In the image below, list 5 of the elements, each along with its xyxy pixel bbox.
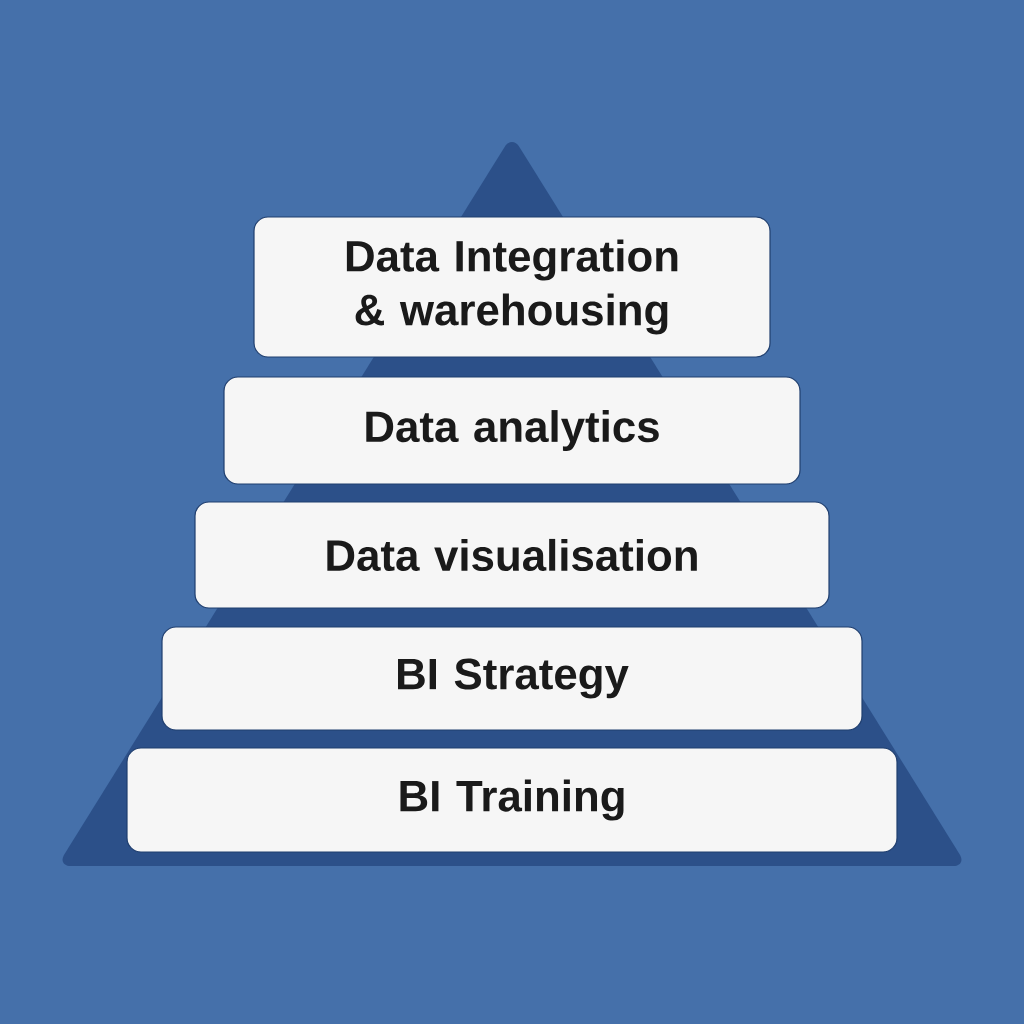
layer-box: BI Strategy [161, 626, 863, 731]
layer-box: Data analytics [223, 376, 801, 485]
layer-box: Data Integration & warehousing [253, 216, 771, 358]
layer-box: Data visualisation [194, 501, 830, 609]
layer-box: BI Training [126, 747, 898, 853]
